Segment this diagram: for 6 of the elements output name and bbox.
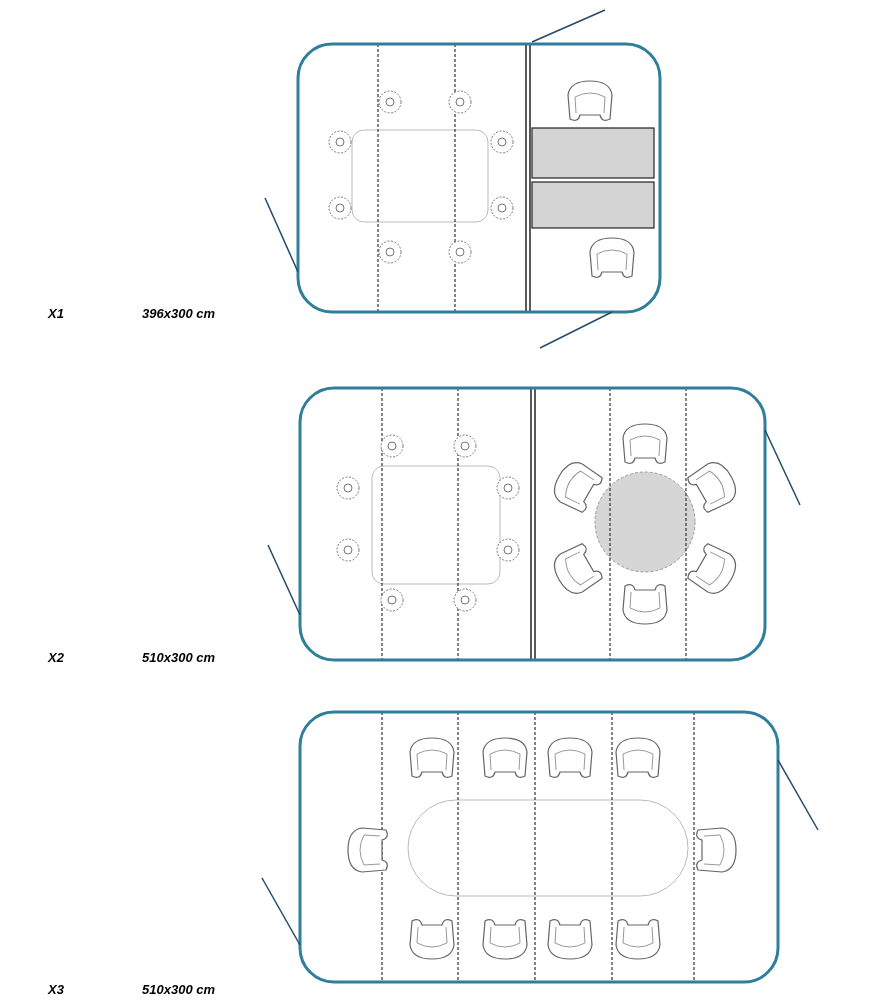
dimension-label: 510x300 cm <box>142 981 215 999</box>
dimension-label: 510x300 cm <box>142 649 215 667</box>
plan-label: X2 <box>48 649 64 667</box>
plan-label: X1 <box>48 305 64 323</box>
plan-label: X3 <box>48 981 64 999</box>
dimension-label: 396x300 cm <box>142 305 215 323</box>
